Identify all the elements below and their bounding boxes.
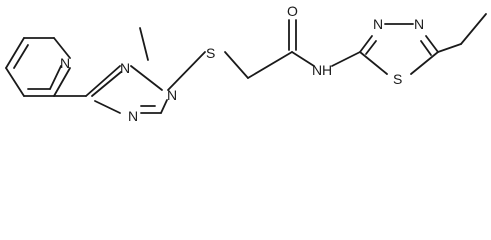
pyridine-ring (5, 37, 71, 97)
amide-thiadiazole-bond (331, 51, 361, 67)
amide-hydrogen-label: H (322, 62, 332, 78)
thiadiazole-sulfur-label: S (393, 71, 402, 87)
ethyl-bond-2 (460, 13, 487, 45)
triazole-n2-label: N (167, 87, 177, 103)
thioether-sulfur-label: S (206, 45, 215, 61)
thiadiazole-ring (359, 23, 439, 75)
ch2-carbonyl-bond (247, 51, 293, 79)
bond-layer (5, 13, 487, 114)
thiadiazole-n3-label: N (373, 16, 383, 32)
carbonyl-amide-n-bond (291, 51, 315, 67)
atom-label-layer: N N N N S O N H N N S (60, 3, 424, 124)
amide-nitrogen-label: N (312, 62, 322, 78)
s-ch2-bond (224, 51, 249, 79)
carbonyl-oxygen-label: O (287, 3, 298, 19)
triazole-ring (85, 65, 168, 114)
thiadiazole-n4-label: N (414, 16, 424, 32)
n-methyl-bond (139, 27, 149, 61)
molecule-structure-diagram: N N N N S O N H N N S (5, 3, 487, 124)
triazole-n1-label: N (128, 108, 138, 124)
ethyl-bond-1 (437, 43, 462, 53)
triazole-n4-label: N (120, 60, 130, 76)
pyridine-nitrogen-label: N (60, 55, 70, 71)
triazole-s-bond (167, 51, 206, 91)
